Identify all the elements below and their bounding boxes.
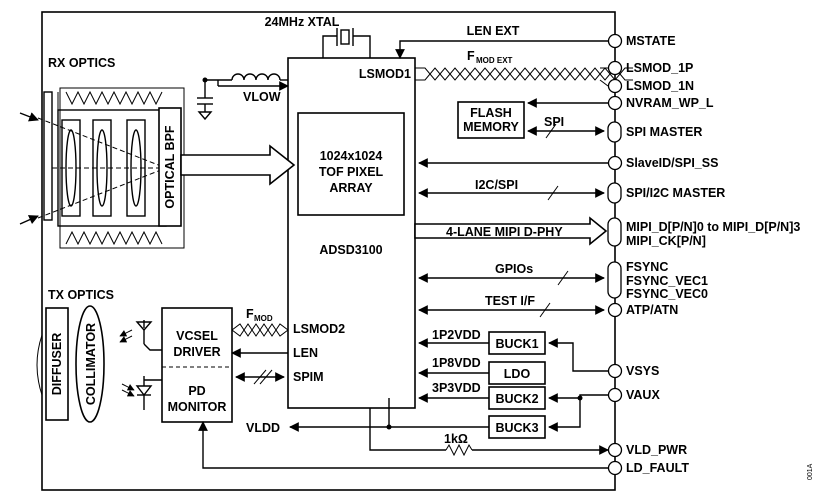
len-ext-label: LEN EXT bbox=[467, 24, 520, 38]
resistor-icon bbox=[445, 443, 473, 457]
mipi-bus-arrow bbox=[414, 216, 608, 246]
pin-slaveid: SlaveID/SPI_SS bbox=[626, 156, 718, 170]
pin-mipi-ck: MIPI_CK[P/N] bbox=[626, 234, 706, 248]
flash-memory-box bbox=[457, 101, 525, 139]
figure-id: 001A bbox=[807, 463, 814, 480]
r1p8-label: 1P8VDD bbox=[432, 356, 481, 370]
test-if-label: TEST I/F bbox=[485, 294, 535, 308]
pin-vld-pwr: VLD_PWR bbox=[626, 443, 687, 457]
pd-label-2: MONITOR bbox=[168, 400, 227, 414]
res-label: 1kΩ bbox=[444, 432, 468, 446]
r3p3-label: 3P3VDD bbox=[432, 381, 481, 395]
pin-markers bbox=[607, 33, 623, 476]
buck2-label: BUCK2 bbox=[495, 392, 538, 406]
vcsel-label-2: DRIVER bbox=[173, 345, 220, 359]
gpios-label: GPIOs bbox=[495, 262, 533, 276]
xtal-label: 24MHz XTAL bbox=[265, 15, 340, 29]
pin-mipi-d: MIPI_D[P/N]0 to MIPI_D[P/N]3 bbox=[626, 220, 800, 234]
lsmod1-label: LSMOD1 bbox=[359, 67, 411, 81]
pd-label-1: PD bbox=[188, 384, 205, 398]
vcsel-driver-box bbox=[161, 307, 233, 423]
fmod-label: F bbox=[246, 307, 254, 321]
buck3-label: BUCK3 bbox=[495, 421, 538, 435]
light-arrow-icon bbox=[180, 144, 296, 186]
lsmod2-label: LSMOD2 bbox=[293, 322, 345, 336]
pin-nvram: NVRAM_WP_L bbox=[626, 96, 714, 110]
pixel-array-box bbox=[297, 112, 405, 216]
pin-spi-master: SPI MASTER bbox=[626, 125, 702, 139]
lsmod-diff-pair bbox=[415, 67, 633, 81]
fmod-ext-sub-label: MOD EXT bbox=[476, 56, 513, 65]
tx-optics-label: TX OPTICS bbox=[48, 288, 114, 302]
vldd-label: VLDD bbox=[246, 421, 280, 435]
pin-atp: ATP/ATN bbox=[626, 303, 678, 317]
crystal-icon bbox=[322, 28, 371, 58]
array-label-3: ARRAY bbox=[329, 181, 373, 195]
optical-bpf-label: OPTICAL BPF bbox=[163, 125, 177, 208]
diffuser-label: DIFFUSER bbox=[50, 333, 64, 396]
pin-lsmod-1n: LSMOD_1N bbox=[626, 79, 694, 93]
pin-vsys: VSYS bbox=[626, 364, 659, 378]
fmod-ext-label: F bbox=[467, 49, 475, 63]
pin-spi-i2c: SPI/I2C MASTER bbox=[626, 186, 725, 200]
photodiode-icon bbox=[121, 376, 162, 410]
capacitor-icon bbox=[197, 80, 213, 121]
pin-fsync0: FSYNC_VEC0 bbox=[626, 287, 708, 301]
tx-beam-icon bbox=[36, 334, 43, 396]
ldo-label: LDO bbox=[504, 367, 531, 381]
vlow-label: VLOW bbox=[243, 90, 281, 104]
spim-label: SPIM bbox=[293, 370, 324, 384]
buck1-label: BUCK1 bbox=[495, 337, 538, 351]
pin-ld-fault: LD_FAULT bbox=[626, 461, 689, 475]
vcsel-label-1: VCSEL bbox=[176, 329, 218, 343]
rx-optics-label: RX OPTICS bbox=[48, 56, 115, 70]
pin-lsmod-1p: LSMOD_1P bbox=[626, 61, 693, 75]
fmod-sub-label: MOD bbox=[254, 314, 273, 323]
r1p2-label: 1P2VDD bbox=[432, 328, 481, 342]
flash-label-2: MEMORY bbox=[463, 120, 519, 134]
pin-fsync1: FSYNC_VEC1 bbox=[626, 274, 708, 288]
pin-vaux: VAUX bbox=[626, 388, 660, 402]
spi-label: SPI bbox=[544, 115, 564, 129]
rx-lens-assembly bbox=[19, 87, 185, 249]
chip-label: ADSD3100 bbox=[319, 243, 382, 257]
array-label-1: 1024x1024 bbox=[320, 149, 383, 163]
collimator-lens bbox=[75, 305, 105, 423]
pin-fsync: FSYNC bbox=[626, 260, 668, 274]
collimator-label: COLLIMATOR bbox=[84, 323, 98, 405]
vcsel-icon bbox=[119, 320, 162, 351]
array-label-2: TOF PIXEL bbox=[319, 165, 384, 179]
i2c-spi-label: I2C/SPI bbox=[475, 178, 518, 192]
diffuser-box bbox=[45, 307, 69, 421]
pin-mstate: MSTATE bbox=[626, 34, 676, 48]
len-label: LEN bbox=[293, 346, 318, 360]
mipi-lane-label: 4-LANE MIPI D-PHY bbox=[446, 225, 563, 239]
flash-label-1: FLASH bbox=[470, 106, 512, 120]
